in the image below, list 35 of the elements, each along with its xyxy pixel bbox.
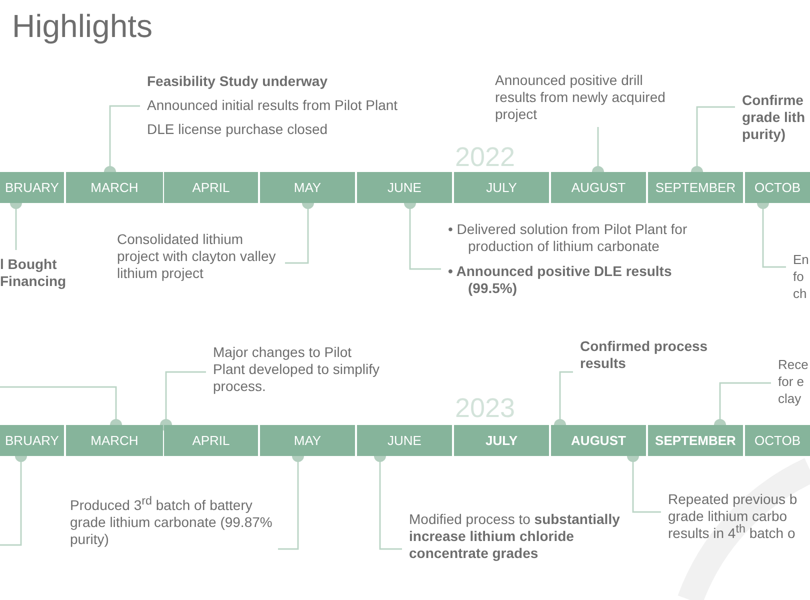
event-text: Repeated previous b grade lithium carbo results in 4$^{th}$ batch o xyxy=(668,491,810,542)
event-text: Confirme grade lith purity) xyxy=(742,92,810,143)
month-band: MARCH xyxy=(66,172,163,203)
event-text: Feasibility Study underway xyxy=(147,73,328,90)
event-text: Announced initial results from Pilot Plant xyxy=(147,97,399,114)
month-band: MARCH xyxy=(66,425,163,456)
event-text: Major changes to Pilot Plant developed to simplify process. xyxy=(213,344,383,395)
event-text: En fo ch xyxy=(793,251,810,302)
event-text: Confirmed process results xyxy=(580,338,715,372)
month-band: OCTOB xyxy=(745,172,810,203)
event-text: Produced 3$^{rd}$ batch of battery grade lithium carbonate (99.87% purity) xyxy=(70,497,275,548)
month-band: OCTOB xyxy=(745,425,810,456)
event-text: DLE license purchase closed xyxy=(147,121,329,138)
month-band: JULY xyxy=(454,172,549,203)
month-band: APRIL xyxy=(164,172,258,203)
event-text: l Bought Financing xyxy=(0,256,78,290)
month-band: MAY xyxy=(260,172,355,203)
month-band: JULY xyxy=(454,425,549,456)
month-band: SEPTEMBER xyxy=(648,172,743,203)
slide-title: Highlights xyxy=(12,8,153,45)
month-band: AUGUST xyxy=(551,425,646,456)
month-band: MAY xyxy=(260,425,355,456)
month-band: APRIL xyxy=(164,425,258,456)
event-bullet: • Announced positive DLE results (99.5%) xyxy=(448,263,673,297)
month-band: JUNE xyxy=(357,425,452,456)
month-band: AUGUST xyxy=(551,172,646,203)
event-text: Modified process to substantially increase lithium chloride concentrate grades xyxy=(409,511,629,562)
event-text: Announced positive drill results from newly acquired project xyxy=(495,72,670,123)
month-band: SEPTEMBER xyxy=(648,425,743,456)
month-band: BRUARY xyxy=(0,172,64,203)
event-text: Consolidated lithium project with clayton valley lithium project xyxy=(117,231,282,282)
event-text: Rece for e clay xyxy=(778,356,810,407)
month-band: JUNE xyxy=(357,172,452,203)
event-bullet: • Delivered solution from Pilot Plant for production of lithium carbonate xyxy=(448,221,688,255)
month-band: BRUARY xyxy=(0,425,64,456)
